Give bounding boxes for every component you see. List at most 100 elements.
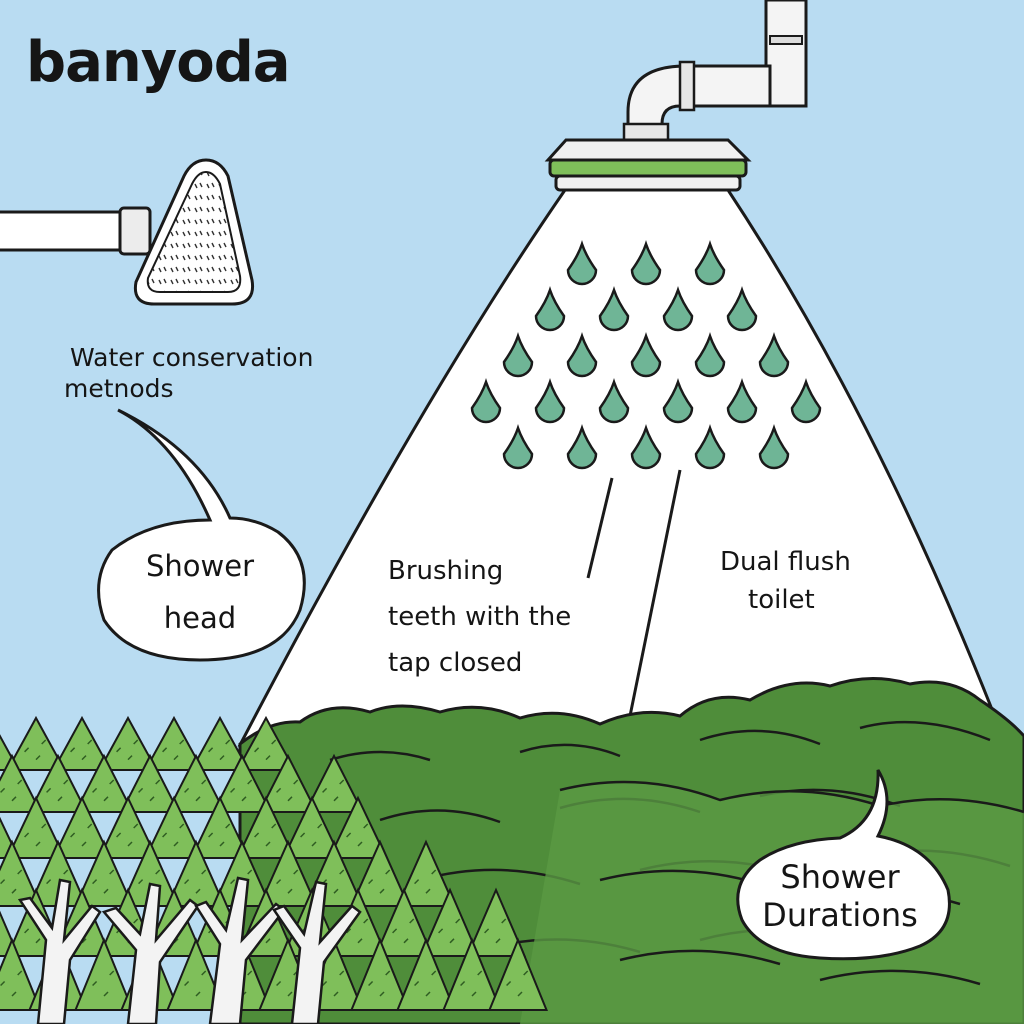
tree-texture (438, 918, 461, 944)
water-drop-icon (662, 286, 694, 332)
label-durations-line-1: Shower (780, 858, 900, 896)
tree-texture (300, 823, 323, 847)
water-drop-icon (502, 332, 534, 378)
water-drop-icon (694, 332, 726, 378)
conifer-tree (143, 795, 205, 859)
label-shower-durations: Shower Durations (745, 858, 935, 934)
conifer-tree (0, 753, 43, 813)
tree-texture (414, 869, 437, 894)
speech-bubble-left (97, 408, 306, 662)
conifer-tree (281, 795, 343, 859)
water-drop-icon (566, 332, 598, 378)
tree-texture (254, 739, 277, 761)
conifer-tree (211, 753, 273, 813)
conifer-tree (441, 937, 503, 1011)
tree-texture (70, 739, 93, 761)
water-drop-icon (630, 424, 662, 470)
caption-line-1: Water conservation (70, 343, 314, 372)
conifer-tree (73, 753, 135, 813)
conifer-tree (5, 795, 67, 859)
tree-texture (116, 739, 139, 761)
conifer-tree (349, 937, 411, 1011)
water-drop-icon (502, 424, 534, 470)
water-drop-icon (598, 378, 630, 424)
conifer-tree (395, 937, 457, 1011)
water-drop-icon (470, 378, 502, 424)
conifer-tree (97, 795, 159, 859)
conifer-tree (0, 839, 43, 907)
tree-texture (184, 869, 207, 894)
label-brushing-teeth: Brushing teeth with the tap closed (388, 548, 658, 686)
tree-texture (184, 970, 207, 997)
tree-texture (0, 869, 23, 894)
tree-texture (392, 918, 415, 944)
water-drop-icon (726, 378, 758, 424)
caption-line-2: metnods (64, 374, 174, 403)
tree-texture (322, 779, 345, 802)
label-shower-head-line-1: Shower (145, 549, 254, 583)
water-drop-icon (662, 378, 694, 424)
tree-texture (162, 739, 185, 761)
conifer-tree (235, 795, 297, 859)
water-drop-icon (790, 378, 822, 424)
tree-texture (92, 869, 115, 894)
overhead-shower-head-icon (544, 138, 752, 192)
conifer-tree (165, 937, 227, 1011)
label-brushing-line-2: teeth with the (388, 602, 572, 632)
conifer-tree (73, 937, 135, 1011)
shower-pipe-icon (622, 0, 808, 142)
tree-texture (208, 739, 231, 761)
label-dual-flush-line-2: toilet (748, 585, 815, 615)
conifer-tree (0, 816, 21, 859)
conifer-tree (257, 839, 319, 907)
tree-texture (276, 869, 299, 894)
tree-texture (162, 823, 185, 847)
conifer-tree (257, 753, 319, 813)
water-drop-icon (566, 424, 598, 470)
water-drop-icon (726, 286, 758, 332)
caption-water-conservation: Water conservation metnods (64, 342, 400, 404)
tree-texture (0, 779, 23, 802)
conifer-tree (97, 715, 159, 771)
tree-texture (184, 779, 207, 802)
water-drop-icon (534, 378, 566, 424)
water-drop-icon (566, 240, 598, 286)
conifer-tree (5, 715, 67, 771)
tree-texture (230, 779, 253, 802)
conifer-tree (189, 795, 251, 859)
conifer-tree (0, 937, 43, 1011)
conifer-tree (189, 715, 251, 771)
conifer-tree (143, 715, 205, 771)
tree-texture (368, 970, 391, 997)
label-brushing-line-1: Brushing (388, 556, 504, 586)
tree-texture (208, 823, 231, 847)
conifer-tree (119, 753, 181, 813)
tree-texture (116, 823, 139, 847)
conifer-tree (373, 887, 435, 957)
conifer-tree (0, 910, 21, 957)
conifer-tree (349, 839, 411, 907)
conifer-tree (51, 795, 113, 859)
tree-texture (322, 970, 345, 997)
water-drop-icon (694, 240, 726, 286)
water-drops (470, 240, 822, 470)
tree-texture (46, 779, 69, 802)
tree-texture (92, 779, 115, 802)
tree-texture (138, 779, 161, 802)
label-shower-head-line-2: head (163, 601, 237, 635)
water-drop-icon (598, 286, 630, 332)
water-drop-icon (630, 332, 662, 378)
tree-texture (414, 970, 437, 997)
brand-logo-text: banyoda (26, 30, 291, 95)
conifer-tree (51, 715, 113, 771)
tree-texture (24, 739, 47, 761)
conifer-tree (27, 753, 89, 813)
conifer-tree (465, 887, 527, 957)
conifer-tree (303, 753, 365, 813)
birch-trunks (17, 876, 362, 1024)
speech-bubble-right (736, 769, 951, 961)
tree-texture (346, 918, 369, 944)
water-drop-icon (758, 424, 790, 470)
tree-texture (368, 869, 391, 894)
conifer-tree (487, 937, 549, 1011)
